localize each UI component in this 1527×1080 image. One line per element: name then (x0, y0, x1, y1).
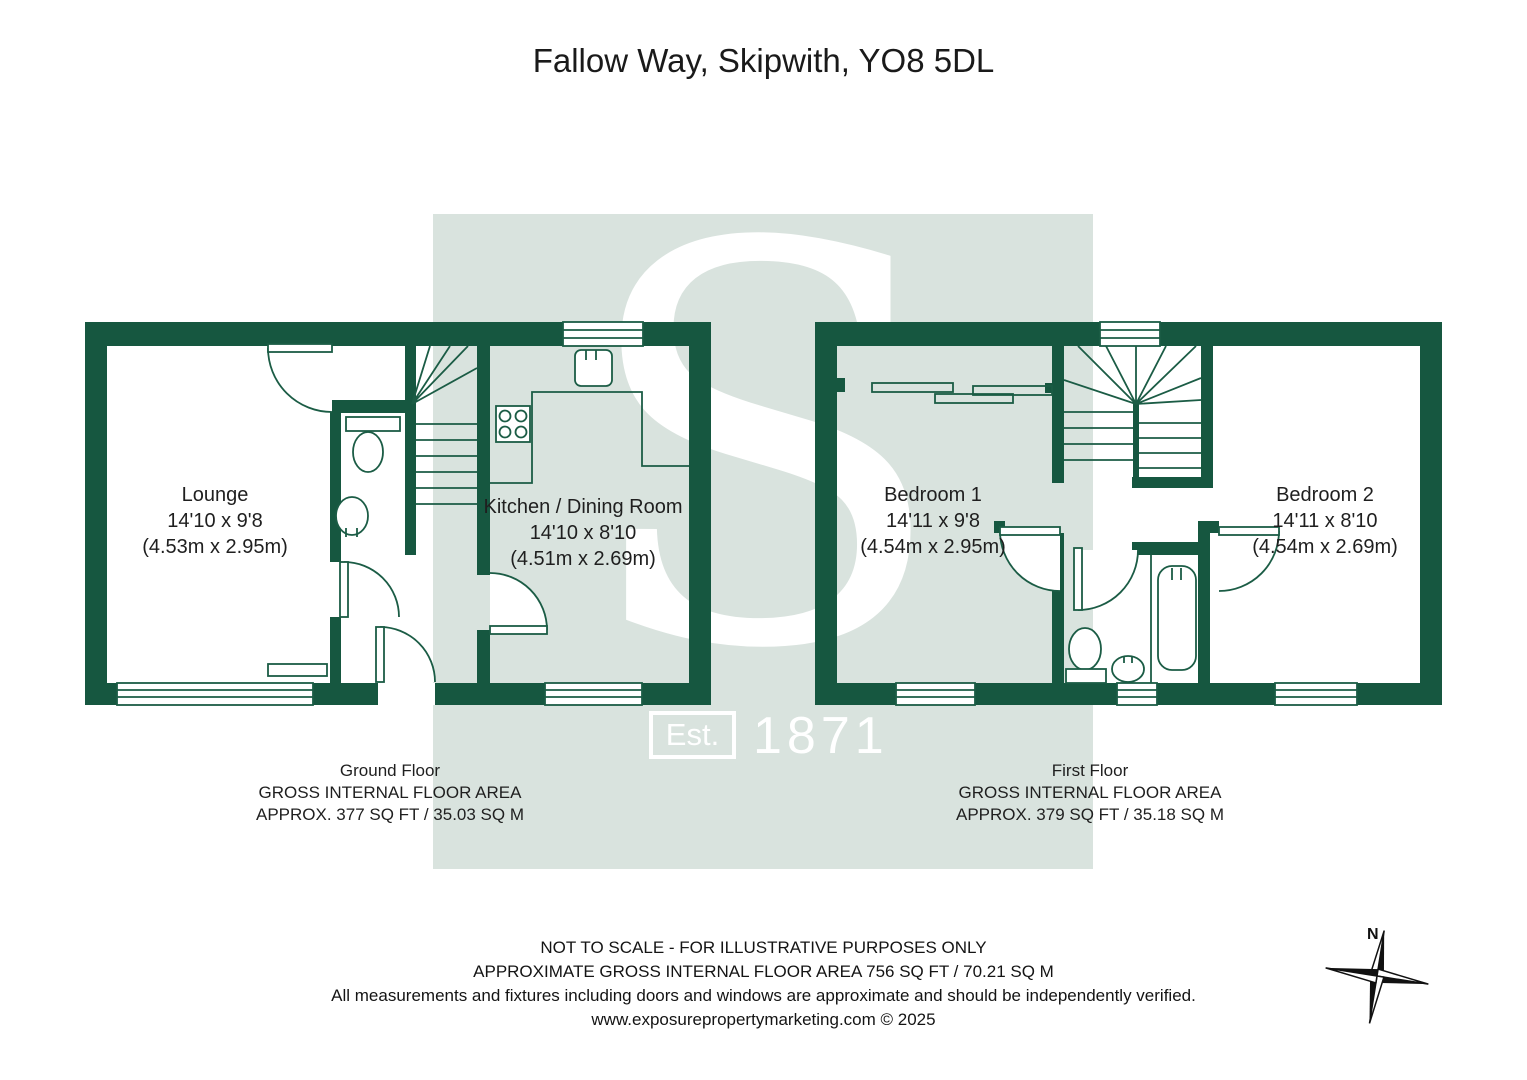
compass-rose-icon (1325, 930, 1429, 1024)
toilet-icon (345, 416, 401, 473)
gf-wall-stairs-left (405, 344, 416, 555)
floor-area-value: APPROX. 377 SQ FT / 35.03 SQ M (255, 805, 524, 824)
ground-floor-area-label: Ground Floor GROSS INTERNAL FLOOR AREA A… (180, 760, 600, 826)
room-name: Lounge (181, 484, 249, 506)
gf-window-sill (267, 663, 328, 677)
room-size-metric: (4.53m x 2.95m) (142, 536, 288, 558)
room-size-imperial: 14'10 x 9'8 (167, 510, 263, 532)
first-floor-area-label: First Floor GROSS INTERNAL FLOOR AREA AP… (880, 760, 1300, 826)
gf-lounge-door (267, 343, 333, 413)
room-size-metric: (4.51m x 2.69m) (510, 548, 656, 570)
ff-wall-stairs-right (1201, 344, 1213, 488)
disclaimer-block: NOT TO SCALE - FOR ILLUSTRATIVE PURPOSES… (0, 936, 1527, 1032)
first-floor-plan (815, 321, 1442, 706)
gf-window-lounge (116, 682, 314, 706)
page-title: Fallow Way, Skipwith, YO8 5DL (532, 42, 995, 79)
gf-window-top (562, 321, 644, 347)
floor-area-caption: GROSS INTERNAL FLOOR AREA (258, 783, 522, 802)
room-label-bedroom1: Bedroom 1 14'11 x 9'8 (4.54m x 2.95m) (813, 482, 1053, 560)
disclaimer-line-2: APPROXIMATE GROSS INTERNAL FLOOR AREA 75… (473, 962, 1054, 981)
ff-window-bed1 (895, 682, 976, 706)
ff-wardrobe-end-nub (1045, 383, 1053, 393)
floor-area-caption: GROSS INTERNAL FLOOR AREA (958, 783, 1222, 802)
oven-icon (574, 349, 613, 387)
ff-wall-stairs-bottom (1132, 477, 1207, 488)
ff-wall-left (815, 322, 837, 705)
disclaimer-line-3: All measurements and fixtures including … (331, 986, 1196, 1005)
disclaimer-line-4: www.exposurepropertymarketing.com © 2025 (591, 1010, 936, 1029)
room-size-metric: (4.54m x 2.95m) (860, 536, 1006, 558)
room-size-imperial: 14'11 x 8'10 (1272, 510, 1378, 532)
gf-wall-right (689, 322, 711, 705)
room-name: Bedroom 1 (884, 484, 982, 506)
room-name: Bedroom 2 (1276, 484, 1374, 506)
sink-icon (1111, 655, 1145, 683)
gf-kitchen-door (489, 572, 548, 635)
ff-wall-nub-left (837, 378, 845, 392)
gf-wall-left (85, 322, 107, 705)
ff-window-top (1099, 321, 1161, 347)
room-size-imperial: 14'10 x 8'10 (529, 522, 637, 544)
ff-wall-right (1420, 322, 1442, 705)
room-label-bedroom2: Bedroom 2 14'11 x 8'10 (4.54m x 2.69m) (1205, 482, 1445, 560)
floor-area-value: APPROX. 379 SQ FT / 35.18 SQ M (955, 805, 1224, 824)
gf-front-door (375, 626, 436, 683)
sink-icon (335, 496, 369, 537)
ff-bed1-door (999, 526, 1061, 592)
gf-wall-kitchen-lower (477, 630, 490, 683)
ff-wall-bed2-door-stub (1198, 521, 1219, 533)
ff-stairs (1063, 345, 1202, 477)
hob-icon (495, 405, 531, 443)
room-size-metric: (4.54m x 2.69m) (1252, 536, 1398, 558)
ff-wall-bathroom-right (1198, 533, 1210, 683)
ff-bathroom-door (1073, 547, 1139, 611)
gf-front-door-opening (378, 683, 435, 705)
gf-wall-wc-left-upper (330, 413, 341, 562)
toilet-icon (1065, 627, 1107, 684)
ff-bed2-door (1218, 526, 1280, 592)
gf-wall-wc-top (330, 400, 416, 413)
compass-north-label: N (1367, 926, 1379, 943)
watermark-year: 1871 (753, 707, 889, 765)
watermark-est-box: Est. (649, 711, 736, 759)
room-name: Kitchen / Dining Room (483, 496, 683, 518)
gf-wall-kitchen-upper (477, 344, 490, 575)
room-label-kitchen: Kitchen / Dining Room 14'10 x 8'10 (4.51… (453, 494, 713, 572)
bath-icon (1157, 565, 1197, 671)
kitchen-counter (490, 391, 689, 484)
ground-floor-plan (85, 321, 711, 706)
ff-wall-bathroom-top (1132, 542, 1203, 555)
gf-window-kitchen (544, 682, 643, 706)
ff-wall-stairs-left (1052, 344, 1064, 483)
room-label-lounge: Lounge 14'10 x 9'8 (4.53m x 2.95m) (95, 482, 335, 560)
room-size-imperial: 14'11 x 9'8 (885, 510, 980, 532)
floor-name: Ground Floor (339, 761, 441, 780)
gf-stairs (411, 345, 478, 505)
watermark-est-label: Est. (665, 717, 720, 752)
gf-wc-door (339, 561, 400, 618)
gf-wall-wc-left-lower (330, 617, 341, 683)
disclaimer-line-1: NOT TO SCALE - FOR ILLUSTRATIVE PURPOSES… (540, 938, 987, 957)
floor-name: First Floor (1051, 761, 1129, 780)
ff-wardrobe-shelves (871, 382, 1053, 404)
ff-window-bed2 (1274, 682, 1358, 706)
ff-window-bathroom (1116, 682, 1158, 706)
